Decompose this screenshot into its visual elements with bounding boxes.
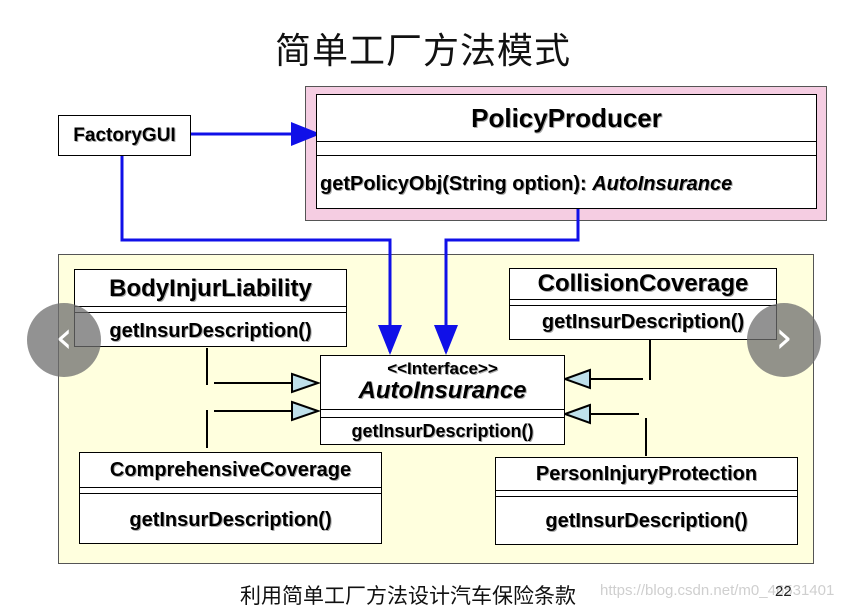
- comprehensive-name: ComprehensiveCoverage: [109, 459, 352, 481]
- body-injur-name: BodyInjurLiability: [109, 275, 312, 302]
- person-injury-method: getInsurDescription(): [545, 510, 748, 532]
- auto-insurance-interface: <<Interface>> AutoInsurance getInsurDesc…: [320, 355, 565, 445]
- generalization-arrowhead: [562, 403, 591, 425]
- comprehensive-method: getInsurDescription(): [129, 509, 332, 531]
- generalization-arrowhead: [562, 368, 591, 390]
- collision-method: getInsurDescription(): [541, 311, 745, 333]
- generalization-arrowhead: [291, 372, 322, 394]
- chevron-right-icon: ›: [775, 312, 793, 363]
- body-injur-method: getInsurDescription(): [109, 320, 312, 342]
- person-injury-name: PersonInjuryProtection: [535, 463, 758, 485]
- gui-to-interface-arrow: [120, 155, 402, 355]
- factory-gui-class: FactoryGUI: [58, 115, 191, 156]
- factory-gui-name: FactoryGUI: [73, 125, 176, 146]
- previous-slide-button[interactable]: ‹: [27, 303, 101, 377]
- return-type: AutoInsurance: [592, 173, 733, 195]
- collision-name: CollisionCoverage: [537, 270, 749, 297]
- next-slide-button[interactable]: ›: [747, 303, 821, 377]
- producer-to-interface-arrow: [434, 196, 580, 355]
- interface-name: AutoInsurance: [358, 377, 527, 404]
- slide-footer: 利用简单工厂方法设计汽车保险条款: [240, 584, 576, 608]
- policy-producer-method: getPolicyObj(String option): AutoInsuran…: [320, 173, 816, 196]
- generalization-arrowhead: [291, 400, 322, 422]
- chevron-left-icon: ‹: [55, 312, 73, 363]
- method-signature: getPolicyObj(String option):: [320, 173, 593, 195]
- collision-coverage-class: CollisionCoverage getInsurDescription(): [509, 268, 777, 340]
- slide-title: 简单工厂方法模式: [274, 31, 571, 72]
- page-number: 22: [775, 583, 792, 600]
- comprehensive-coverage-class: ComprehensiveCoverage getInsurDescriptio…: [79, 452, 382, 544]
- interface-method: getInsurDescription(): [351, 421, 534, 441]
- watermark: https://blog.csdn.net/m0_46531401: [600, 582, 835, 599]
- person-injury-protection-class: PersonInjuryProtection getInsurDescripti…: [495, 457, 798, 545]
- interface-stereotype: <<Interface>>: [387, 359, 498, 378]
- body-injur-liability-class: BodyInjurLiability getInsurDescription(): [74, 269, 347, 347]
- policy-producer-class: PolicyProducer getPolicyObj(String optio…: [316, 94, 817, 209]
- policy-producer-name: PolicyProducer: [471, 103, 662, 133]
